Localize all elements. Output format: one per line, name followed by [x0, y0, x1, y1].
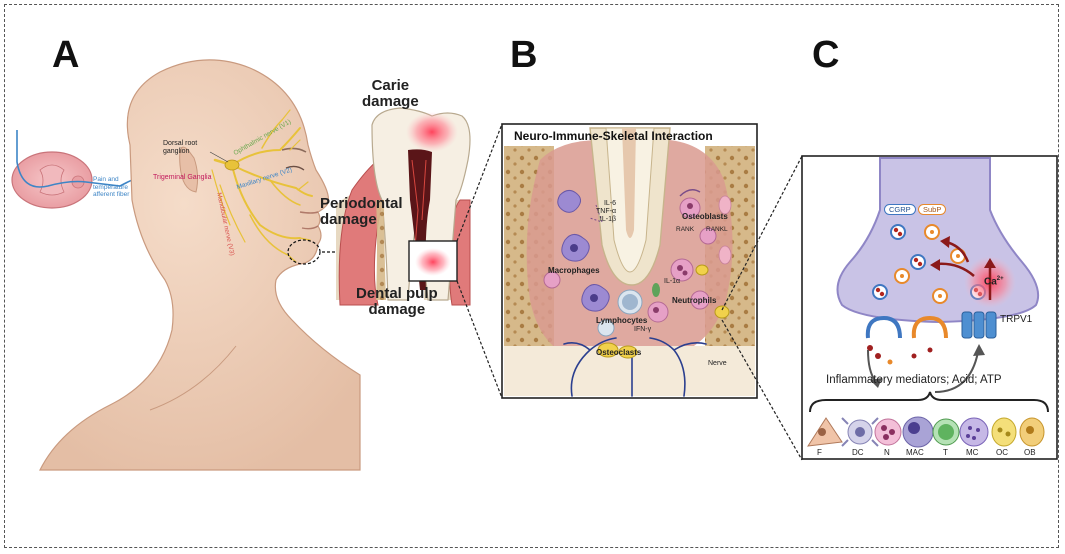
- cell-label-n: N: [884, 448, 890, 457]
- label-periodontal: Periodontal damage: [320, 195, 403, 228]
- trigeminal-nerve: [211, 109, 313, 263]
- label-neutrophils: Neutrophils: [672, 296, 717, 305]
- label-osteoblasts: Osteoblasts: [682, 212, 728, 221]
- jaw-highlight: [287, 239, 321, 265]
- label-pulp: Dental pulp damage: [356, 285, 438, 318]
- cell-label-oc: OC: [996, 448, 1008, 457]
- label-subp: SubP: [918, 204, 947, 215]
- cell-row: [807, 416, 1045, 448]
- panel-label-b: B: [510, 34, 538, 76]
- label-ca: Ca2+: [984, 276, 1004, 287]
- label-mediators: Inflammatory mediators; Acid; ATP: [826, 374, 1002, 386]
- label-dorsal-root: Dorsal root ganglion: [163, 140, 198, 155]
- cell-label-mc: MC: [966, 448, 979, 457]
- nerve-fibers: [563, 337, 707, 397]
- panel-b-title: Neuro-Immune-Skeletal Interaction: [514, 129, 713, 143]
- label-rank: RANK: [676, 226, 695, 233]
- panel-a-drawing: [11, 59, 361, 471]
- immune-cells: [543, 189, 732, 359]
- cell-label-t: T: [943, 448, 948, 457]
- dashed-frame: [4, 4, 1059, 548]
- cell-label-mac: MAC: [906, 448, 924, 457]
- tooth-drawing: [336, 107, 503, 399]
- panel-label-a: A: [52, 34, 80, 76]
- label-macrophages: Macrophages: [548, 266, 600, 275]
- cell-label-dc: DC: [852, 448, 864, 457]
- label-ifn: IFN-γ: [634, 326, 652, 333]
- label-pain-fiber: Pain and temperature afferent fiber: [93, 176, 130, 198]
- label-osteoclasts: Osteoclasts: [596, 348, 642, 357]
- cell-label-f: F: [817, 448, 822, 457]
- cell-label-ob: OB: [1024, 448, 1036, 457]
- pulp: [408, 149, 432, 290]
- ca-text: Ca: [984, 276, 997, 288]
- caries-glow: [406, 112, 458, 152]
- trpv1-channel: [961, 311, 997, 339]
- head-profile: [39, 59, 361, 471]
- cell-brace: [809, 391, 1049, 413]
- label-cytokines: IL-6 TNF-α IL-1β: [596, 200, 616, 223]
- label-cgrp: CGRP: [884, 204, 916, 215]
- ca-superscript: 2+: [996, 276, 1004, 282]
- label-lymphocytes: Lymphocytes: [596, 316, 648, 325]
- label-rankl: RANKL: [706, 226, 728, 233]
- label-trpv1: TRPV1: [1000, 314, 1033, 325]
- panel-label-c: C: [812, 34, 840, 76]
- label-il1a: IL-1α: [664, 278, 681, 285]
- panel-b-drawing: [501, 123, 803, 461]
- label-trigeminal: Trigeminal Ganglia: [153, 174, 212, 181]
- label-carie: Carie damage: [362, 77, 419, 110]
- panel-c-drawing: [801, 155, 1058, 460]
- label-nerve: Nerve: [708, 360, 727, 367]
